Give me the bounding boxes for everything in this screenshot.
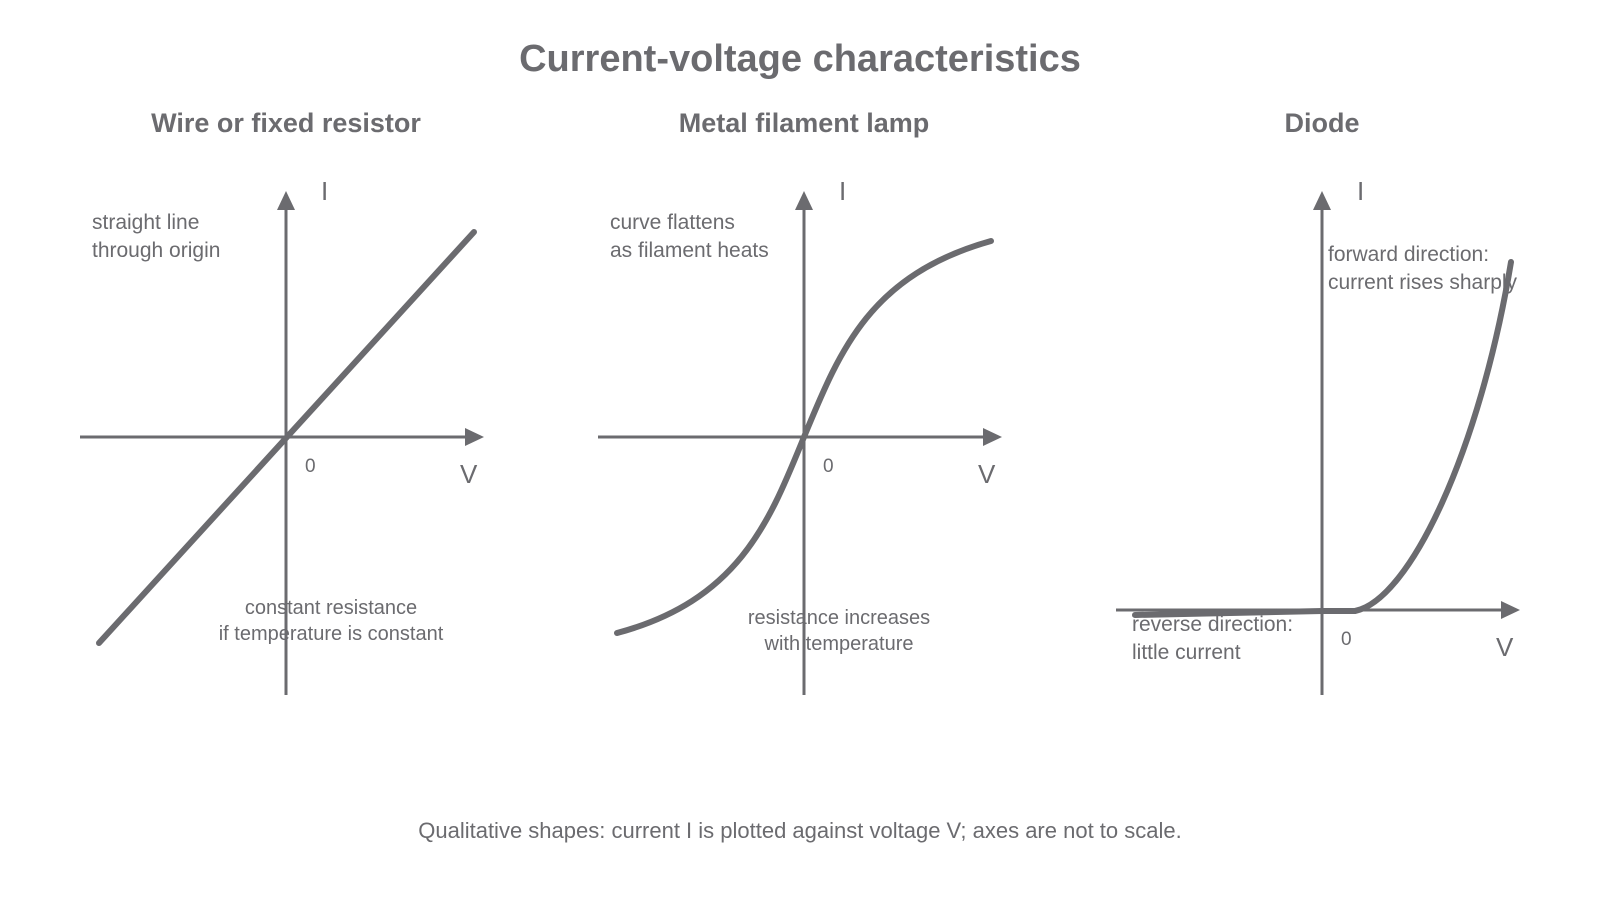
lamp-note-bottom-1: resistance increases	[748, 607, 930, 629]
panel-diode: I V 0 forward direction: current rises s…	[1116, 176, 1520, 695]
resistor-origin-label: 0	[305, 456, 316, 477]
lamp-iv-curve	[614, 238, 994, 636]
lamp-note-bottom-2: with temperature	[764, 633, 914, 655]
diode-note-bottom-2: little current	[1132, 641, 1241, 664]
diode-note-top-1: forward direction:	[1328, 243, 1489, 266]
resistor-iv-curve	[96, 229, 477, 646]
diode-iv-curve	[1132, 259, 1514, 618]
diode-note-bottom-1: reverse direction:	[1132, 613, 1293, 636]
panel-title-lamp: Metal filament lamp	[678, 108, 930, 138]
diode-axis-label-v: V	[1496, 632, 1514, 662]
lamp-y-arrow-icon	[795, 191, 813, 210]
lamp-note-top-2: as filament heats	[610, 239, 769, 262]
resistor-axis-label-v: V	[460, 459, 478, 489]
resistor-x-arrow-icon	[465, 428, 484, 446]
lamp-axis-label-v: V	[978, 459, 996, 489]
lamp-x-arrow-icon	[983, 428, 1002, 446]
resistor-note-top-2: through origin	[92, 239, 220, 262]
panel-title-diode: Diode	[1284, 108, 1360, 138]
footnote: Qualitative shapes: current I is plotted…	[418, 818, 1182, 843]
diode-origin-label: 0	[1341, 629, 1352, 650]
diode-note-top-2: current rises sharply	[1328, 271, 1518, 294]
diode-x-arrow-icon	[1501, 601, 1520, 619]
resistor-note-top-1: straight line	[92, 211, 199, 234]
lamp-note-top-1: curve flattens	[610, 211, 735, 234]
lamp-origin-label: 0	[823, 456, 834, 477]
panel-lamp: I V 0 curve flattens as filament heats r…	[598, 176, 1002, 695]
resistor-y-arrow-icon	[277, 191, 295, 210]
diode-y-arrow-icon	[1313, 191, 1331, 210]
diagram-title: Current-voltage characteristics	[519, 38, 1081, 80]
diode-axis-label-i: I	[1357, 176, 1364, 206]
panel-title-resistor: Wire or fixed resistor	[151, 108, 421, 138]
lamp-axis-label-i: I	[839, 176, 846, 206]
panel-resistor: I V 0 straight line through origin const…	[80, 176, 484, 695]
resistor-note-bottom-2: if temperature is constant	[219, 623, 444, 645]
resistor-note-bottom-1: constant resistance	[245, 597, 417, 619]
resistor-axis-label-i: I	[321, 176, 328, 206]
